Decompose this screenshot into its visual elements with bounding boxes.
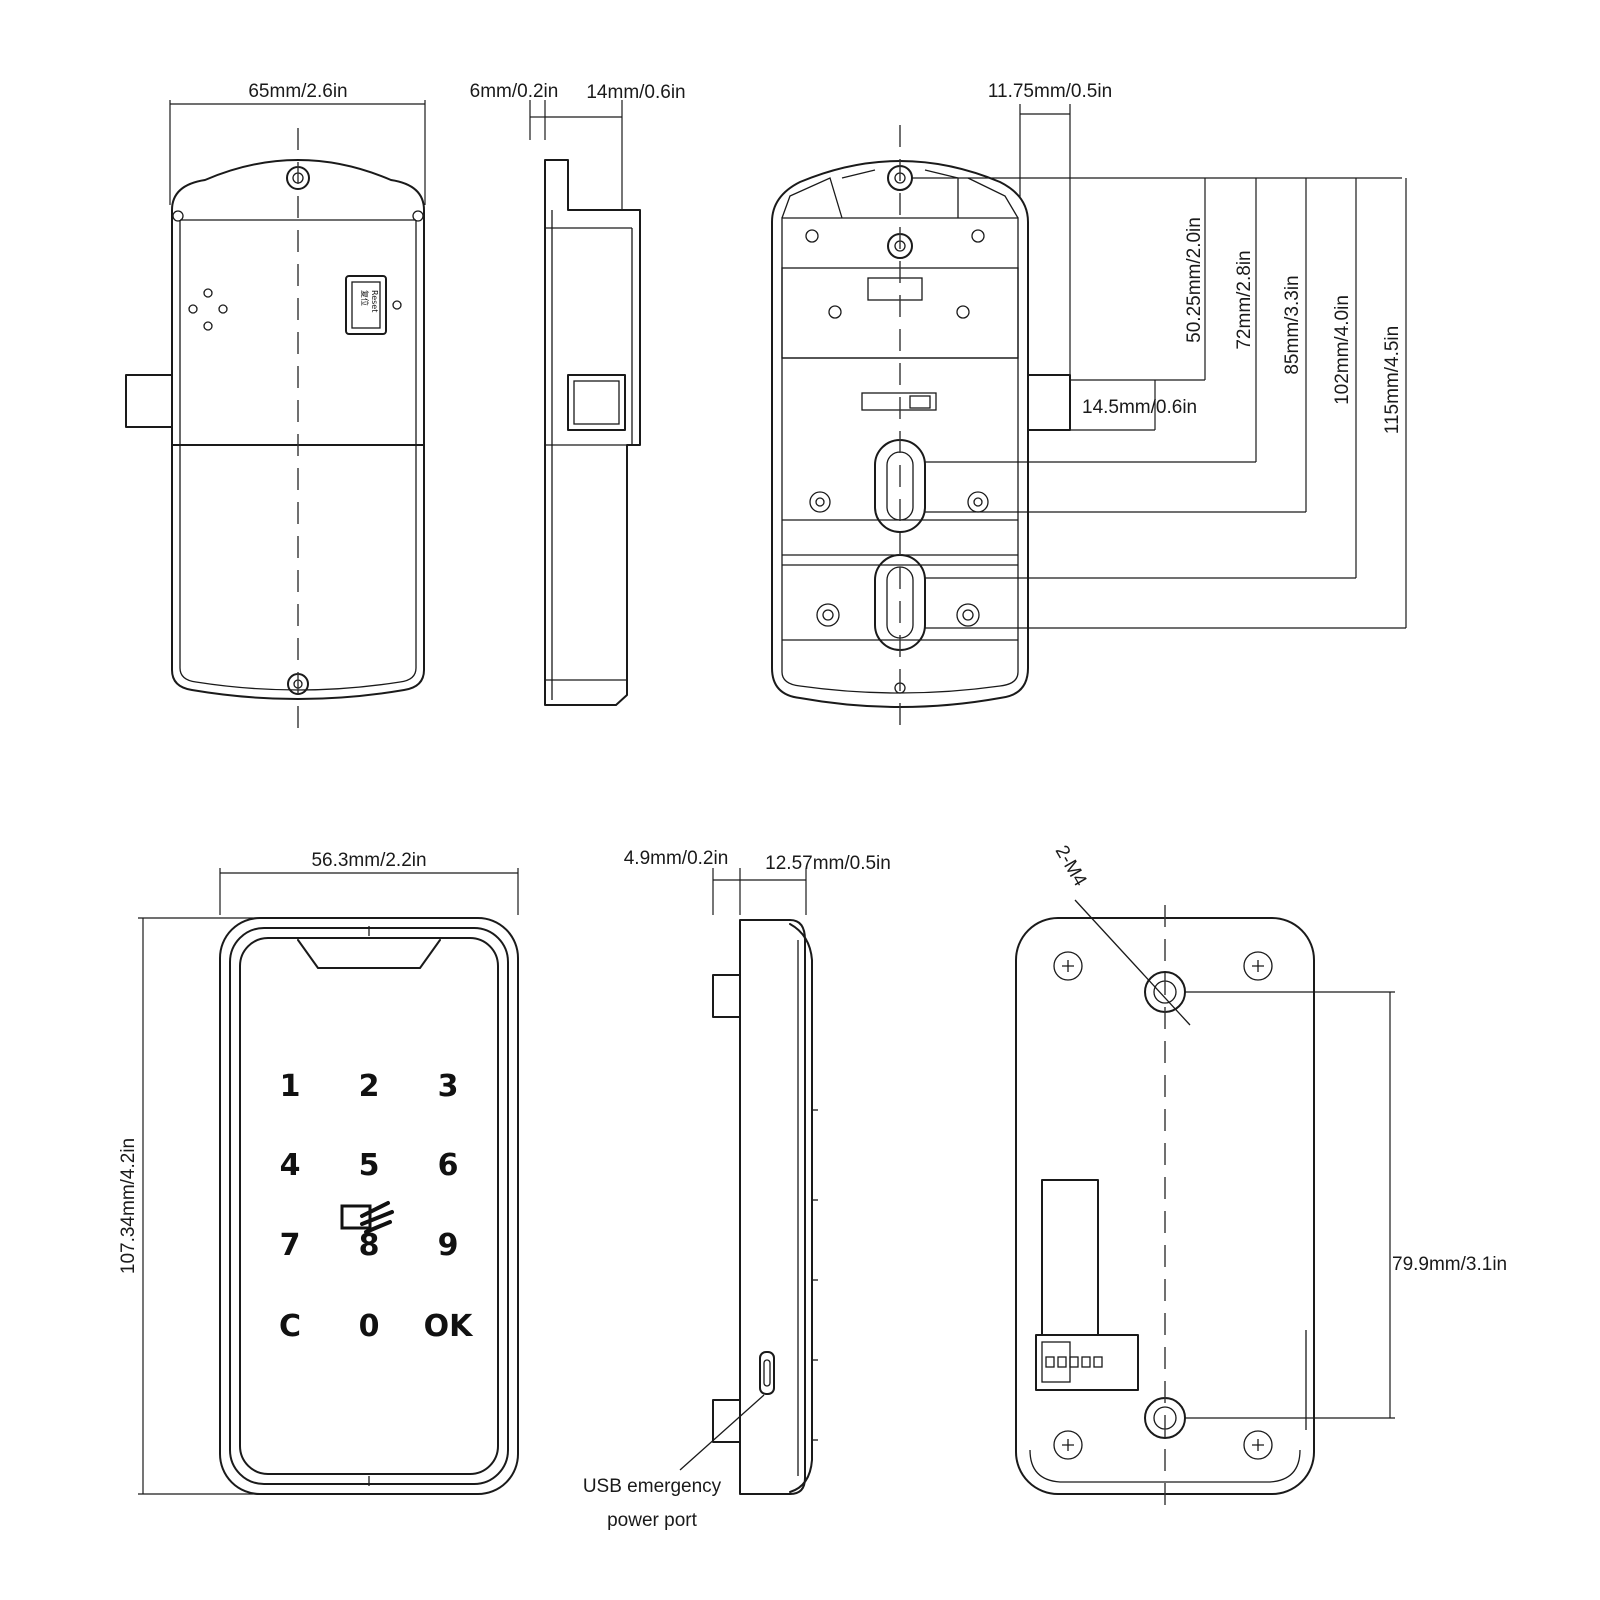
side-view-lock-body: 6mm/0.2in 14mm/0.6in <box>470 81 686 706</box>
front-bolt <box>125 374 179 428</box>
key-2[interactable]: 2 <box>359 1069 380 1104</box>
key-8[interactable]: 8 <box>359 1228 380 1263</box>
usb-port <box>759 1351 775 1395</box>
back-14-5mm-label: 14.5mm/0.6in <box>1082 397 1197 418</box>
keypad-side-view: 4.9mm/0.2in 12.57mm/0.5in USB emergency … <box>583 848 891 1531</box>
back-115mm-label: 115mm/4.5in <box>1382 326 1403 434</box>
back-85mm-label: 85mm/3.3in <box>1282 275 1303 374</box>
card-reader-icon <box>340 1201 394 1234</box>
side-6mm-label: 6mm/0.2in <box>470 81 559 102</box>
keypad-width-label: 56.3mm/2.2in <box>311 850 426 871</box>
key-1[interactable]: 1 <box>280 1069 301 1104</box>
rear-connector-block <box>1035 1334 1139 1391</box>
back-102mm-label: 102mm/4.0in <box>1332 295 1353 405</box>
rear-spacing-label: 79.9mm/3.1in <box>1392 1254 1507 1275</box>
side-bolt <box>567 374 626 431</box>
keypad-side-12-label: 12.57mm/0.5in <box>765 853 891 874</box>
front-width-label: 65mm/2.6in <box>248 81 347 102</box>
key-7[interactable]: 7 <box>280 1228 301 1263</box>
key-4[interactable]: 4 <box>280 1148 301 1183</box>
side-14mm-label: 14mm/0.6in <box>586 82 685 103</box>
reset-button: 复位 Reset <box>345 275 402 335</box>
speaker-holes <box>188 288 228 331</box>
key-c[interactable]: C <box>279 1309 301 1344</box>
keypad-side-body <box>739 919 806 1495</box>
front-view-lock-body: 65mm/2.6in 复位 Reset <box>125 81 426 728</box>
keypad-height-label: 107.34mm/4.2in <box>118 1138 139 1274</box>
key-5[interactable]: 5 <box>359 1148 380 1183</box>
keypad-rear-view: 2-M4 79.9mm/3.1in <box>1015 842 1507 1510</box>
back-11mm-label: 11.75mm/0.5in <box>988 81 1112 102</box>
side-body-outline <box>544 159 641 706</box>
keypad-side-4-9-label: 4.9mm/0.2in <box>624 848 729 869</box>
svg-text:Reset: Reset <box>370 290 379 312</box>
key-0[interactable]: 0 <box>359 1309 380 1344</box>
back-50mm-label: 50.25mm/2.0in <box>1184 217 1205 343</box>
back-view-lock-body: 11.75mm/0.5in <box>771 81 1407 732</box>
keypad-front-view: 56.3mm/2.2in 107.34mm/4.2in 1 2 3 4 5 6 … <box>118 850 519 1495</box>
keypad-keys: 1 2 3 4 5 6 7 8 9 C 0 OK <box>279 1069 474 1344</box>
usb-label-line1: USB emergency <box>583 1476 722 1497</box>
key-3[interactable]: 3 <box>438 1069 459 1104</box>
key-ok[interactable]: OK <box>424 1309 475 1344</box>
key-6[interactable]: 6 <box>438 1148 459 1183</box>
rear-connector-slot <box>1041 1179 1099 1341</box>
usb-label-line2: power port <box>607 1510 697 1531</box>
back-72mm-label: 72mm/2.8in <box>1234 250 1255 349</box>
svg-text:复位: 复位 <box>360 290 370 306</box>
key-9[interactable]: 9 <box>438 1228 459 1263</box>
rear-corner-screws <box>1053 951 1273 1460</box>
rear-m4-label: 2-M4 <box>1051 842 1091 890</box>
